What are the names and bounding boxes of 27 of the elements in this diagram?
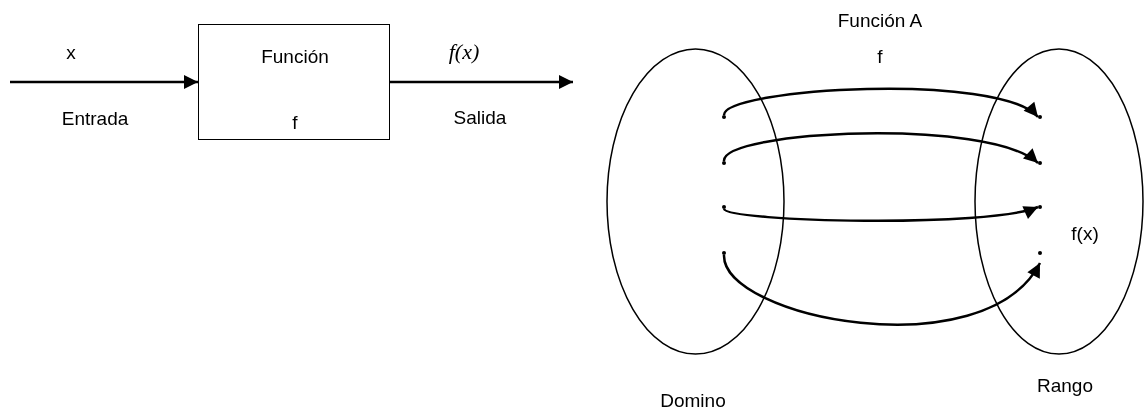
set-label: Domino — [660, 390, 726, 410]
node-text: f(x) — [1071, 223, 1099, 243]
point-dot — [722, 251, 726, 255]
node-text: Función — [261, 46, 329, 66]
point-dot — [722, 115, 726, 119]
point-dot — [1038, 161, 1042, 165]
text-label: Función A — [837, 10, 923, 30]
function-box — [198, 24, 390, 140]
text-label: Entrada — [61, 108, 129, 128]
text-label: Salida — [453, 107, 507, 127]
point-dot — [1038, 115, 1042, 119]
arrow — [723, 87, 1039, 119]
set-label: Rango — [1037, 375, 1093, 395]
point-dot — [722, 205, 726, 209]
arrow — [722, 132, 1039, 165]
point-dot — [722, 161, 726, 165]
arrow — [10, 75, 198, 89]
point-dot — [1038, 251, 1042, 255]
range-ellipse — [974, 48, 1144, 355]
node-text: f — [292, 112, 298, 132]
text-label: f — [877, 46, 883, 66]
edge-label: f(x) — [446, 41, 482, 63]
arrow — [390, 75, 573, 89]
arrow — [723, 204, 1039, 222]
domain-ellipse — [606, 48, 785, 355]
point-dot — [1038, 205, 1042, 209]
arrow — [722, 254, 1041, 326]
